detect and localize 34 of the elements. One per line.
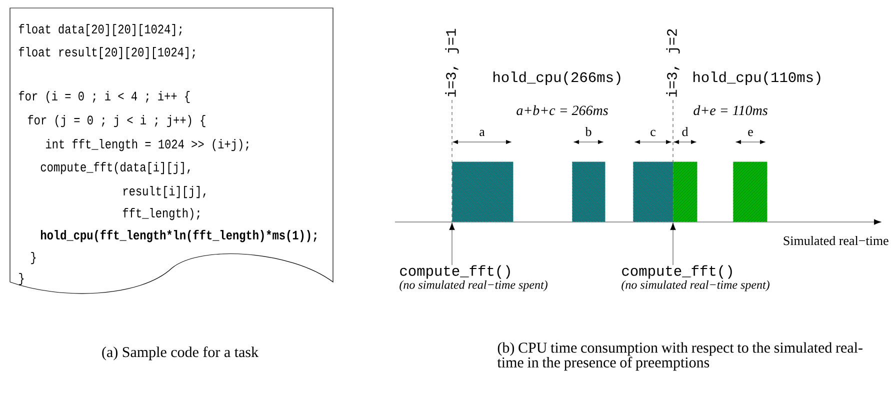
caption: (a) Sample code for a task xyxy=(102,346,259,360)
code-line: float result[20][20][1024]; xyxy=(18,46,195,60)
loop-index-label: i=3, j=1 xyxy=(445,28,459,97)
axis-label: Simulated real−time xyxy=(784,236,888,246)
code-line: result[i][j], xyxy=(124,186,206,198)
time-bar xyxy=(633,162,674,222)
code-line: compute_fft(data[i][j], xyxy=(40,162,190,174)
time-bar xyxy=(452,162,514,222)
hold-cpu-label: hold_cpu(266ms) xyxy=(494,72,620,86)
loop-index-label: i=3, j=2 xyxy=(666,29,680,97)
sum-label: a+b+c = 266ms xyxy=(516,105,608,116)
time-bar xyxy=(572,162,606,222)
dimension-label: b xyxy=(585,126,592,136)
code-line: float data[20][20][1024]; xyxy=(18,24,182,36)
code-line: } xyxy=(19,272,24,286)
code-line: int fft_length = 1024 >> (i+j); xyxy=(46,138,248,152)
sum-label: d+e = 110ms xyxy=(694,105,768,116)
dimension-label: c xyxy=(650,130,656,136)
dimension-label: d xyxy=(682,126,688,136)
hold-cpu-label: hold_cpu(110ms) xyxy=(694,72,820,86)
code-line: hold_cpu(fft_length*ln(fft_length)*ms(1)); xyxy=(40,230,316,242)
code-line: for (j = 0 ; j < i ; j++) { xyxy=(28,114,206,128)
code-line: for (i = 0 ; i < 4 ; i++ { xyxy=(18,90,190,104)
code-line: } xyxy=(31,252,36,264)
dimension-label: e xyxy=(748,130,753,136)
code-line: fft_length); xyxy=(122,208,200,220)
function-call-label: compute_fft() xyxy=(400,265,510,279)
caption: (b) CPU time consumption with respect to the simulated real-time in the presence of preemptions xyxy=(497,342,862,371)
arrow xyxy=(449,222,455,266)
dimension-label: a xyxy=(480,130,485,136)
function-call-label: compute_fft() xyxy=(622,265,732,279)
note-label: (no simulated real−time spent) xyxy=(622,280,770,292)
note-label: (no simulated real−time spent) xyxy=(400,280,548,292)
arrow xyxy=(670,222,676,266)
